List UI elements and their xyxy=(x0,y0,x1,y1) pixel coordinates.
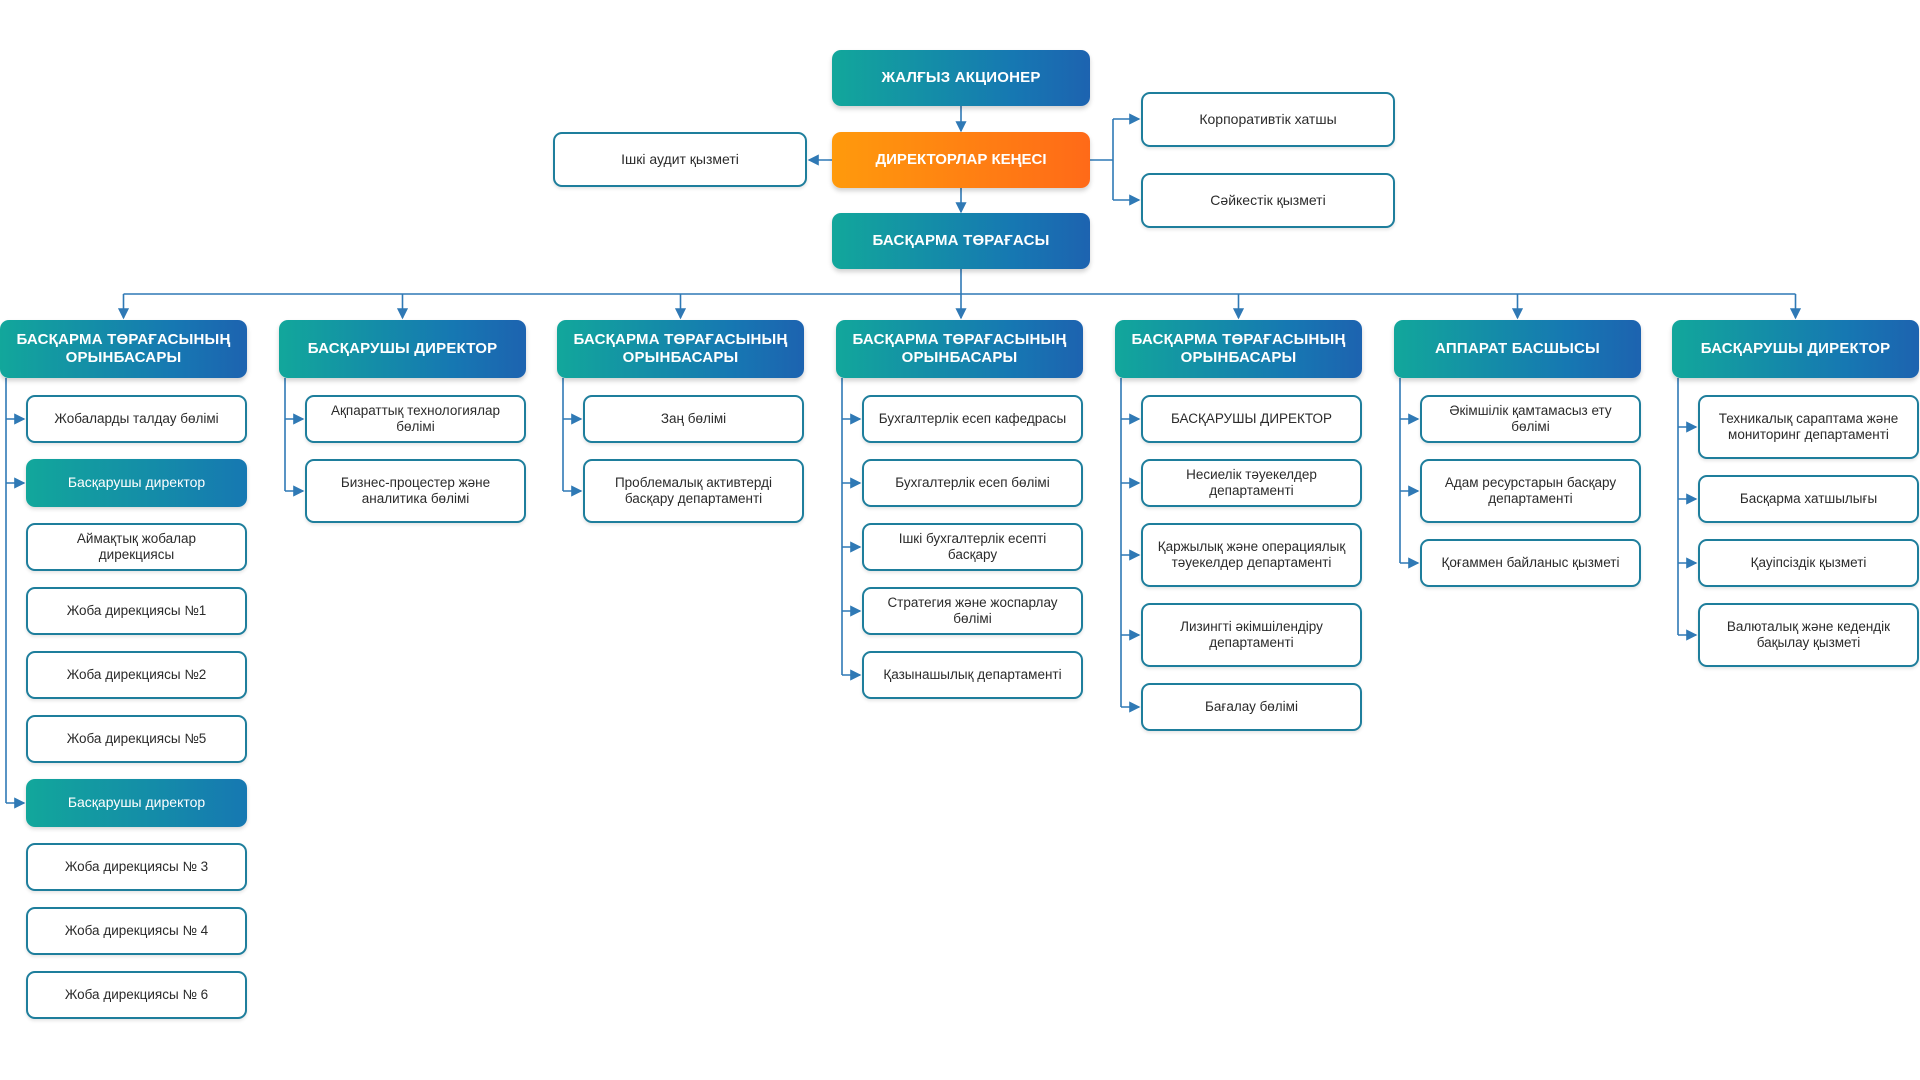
unit-4-1: Бухгалтерлік есеп кафедрасы xyxy=(862,395,1083,443)
unit-1-3: Аймақтық жобалар дирекциясы xyxy=(26,523,247,571)
unit-5-4: Лизингті әкімшілендіру департаменті xyxy=(1141,603,1362,667)
unit-4-4: Стратегия және жоспарлау бөлімі xyxy=(862,587,1083,635)
unit-3-1: Заң бөлімі xyxy=(583,395,804,443)
unit-5-2: Несиелік тәуекелдер департаменті xyxy=(1141,459,1362,507)
column-head-5: БАСҚАРМА ТӨРАҒАСЫНЫҢ ОРЫНБАСАРЫ xyxy=(1115,320,1362,378)
unit-3-2: Проблемалық активтерді басқару департаме… xyxy=(583,459,804,523)
unit-5-5: Бағалау бөлімі xyxy=(1141,683,1362,731)
unit-1-7: Басқарушы директор xyxy=(26,779,247,827)
unit-1-1: Жобаларды талдау бөлімі xyxy=(26,395,247,443)
unit-1-10: Жоба дирекциясы № 6 xyxy=(26,971,247,1019)
unit-6-2: Адам ресурстарын басқару департаменті xyxy=(1420,459,1641,523)
column-head-4: БАСҚАРМА ТӨРАҒАСЫНЫҢ ОРЫНБАСАРЫ xyxy=(836,320,1083,378)
unit-1-4: Жоба дирекциясы №1 xyxy=(26,587,247,635)
unit-2-1: Ақпараттық технологиялар бөлімі xyxy=(305,395,526,443)
column-head-1: БАСҚАРМА ТӨРАҒАСЫНЫҢ ОРЫНБАСАРЫ xyxy=(0,320,247,378)
shareholder-box: ЖАЛҒЫЗ АКЦИОНЕР xyxy=(832,50,1090,106)
unit-1-9: Жоба дирекциясы № 4 xyxy=(26,907,247,955)
unit-6-1: Әкімшілік қамтамасыз ету бөлімі xyxy=(1420,395,1641,443)
board-of-directors-box: ДИРЕКТОРЛАР КЕҢЕСІ xyxy=(832,132,1090,188)
unit-6-3: Қоғаммен байланыс қызметі xyxy=(1420,539,1641,587)
column-head-6: АППАРАТ БАСШЫСЫ xyxy=(1394,320,1641,378)
unit-1-6: Жоба дирекциясы №5 xyxy=(26,715,247,763)
unit-7-4: Валюталық және кедендік бақылау қызметі xyxy=(1698,603,1919,667)
unit-1-8: Жоба дирекциясы № 3 xyxy=(26,843,247,891)
internal-audit-box: Ішкі аудит қызметі xyxy=(553,132,807,187)
unit-7-3: Қауіпсіздік қызметі xyxy=(1698,539,1919,587)
unit-1-5: Жоба дирекциясы №2 xyxy=(26,651,247,699)
unit-1-2: Басқарушы директор xyxy=(26,459,247,507)
column-head-3: БАСҚАРМА ТӨРАҒАСЫНЫҢ ОРЫНБАСАРЫ xyxy=(557,320,804,378)
column-head-2: БАСҚАРУШЫ ДИРЕКТОР xyxy=(279,320,526,378)
column-head-7: БАСҚАРУШЫ ДИРЕКТОР xyxy=(1672,320,1919,378)
unit-4-3: Ішкі бухгалтерлік есепті басқару xyxy=(862,523,1083,571)
chairman-box: БАСҚАРМА ТӨРАҒАСЫ xyxy=(832,213,1090,269)
unit-7-2: Басқарма хатшылығы xyxy=(1698,475,1919,523)
unit-4-5: Қазынашылық департаменті xyxy=(862,651,1083,699)
unit-4-2: Бухгалтерлік есеп бөлімі xyxy=(862,459,1083,507)
unit-5-1: БАСҚАРУШЫ ДИРЕКТОР xyxy=(1141,395,1362,443)
corporate-secretary-box: Корпоративтік хатшы xyxy=(1141,92,1395,147)
unit-7-1: Техникалық сараптама және мониторинг деп… xyxy=(1698,395,1919,459)
unit-2-2: Бизнес-процестер және аналитика бөлімі xyxy=(305,459,526,523)
compliance-service-box: Сәйкестік қызметі xyxy=(1141,173,1395,228)
unit-5-3: Қаржылық және операциялық тәуекелдер деп… xyxy=(1141,523,1362,587)
